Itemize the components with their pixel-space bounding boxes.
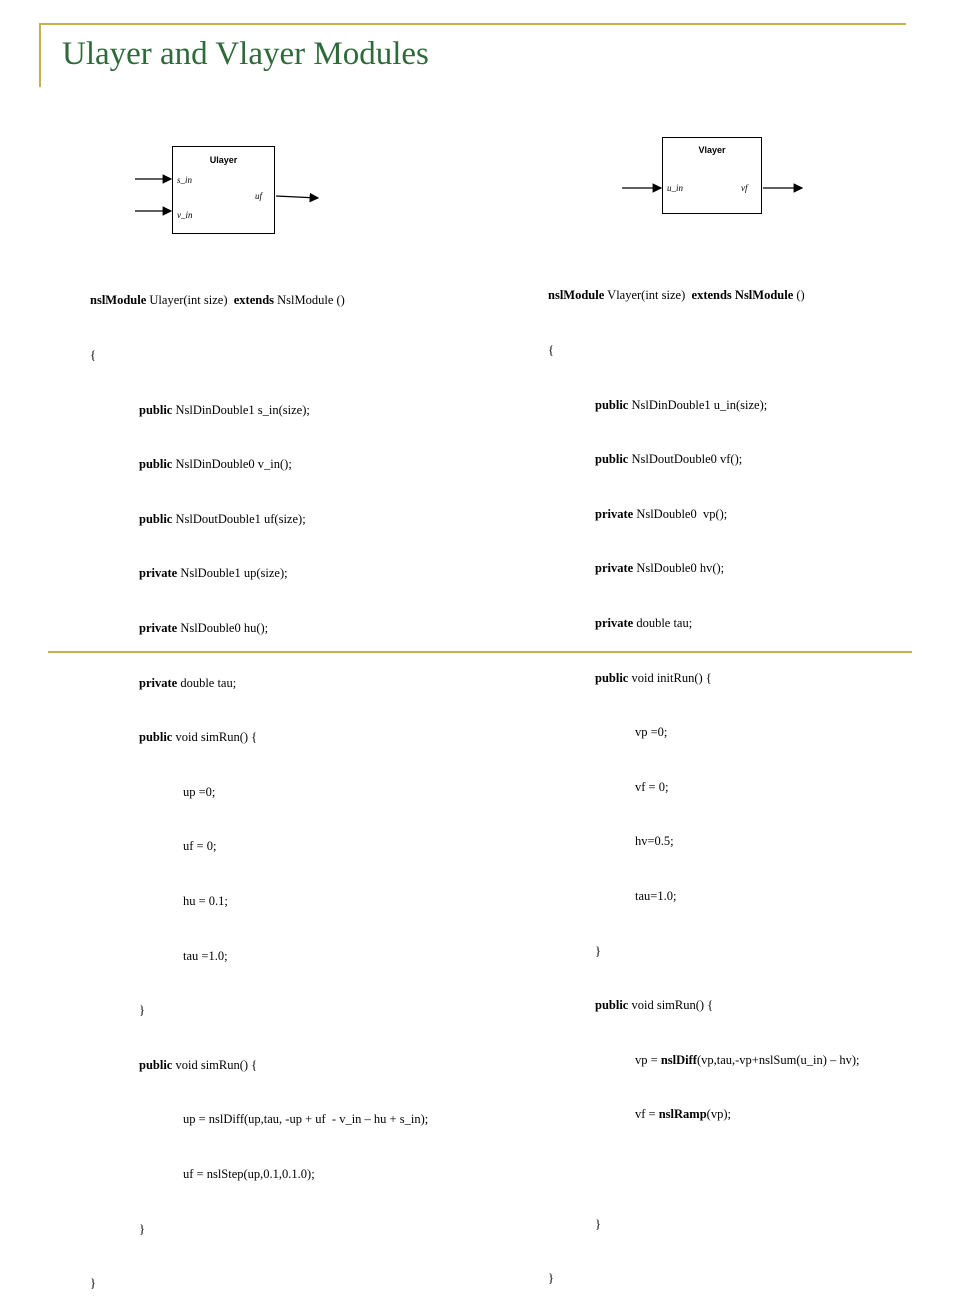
code-keyword: public [595,452,629,467]
vlayer-box-title: Vlayer [698,145,726,155]
code-line: nslModule Ulayer(int size) extends NslMo… [90,291,428,309]
left-divider-rule [39,23,41,87]
code-keyword: extends NslModule [691,288,794,303]
code-text: NslModule () [274,293,345,308]
code-keyword: nslModule [90,293,147,308]
code-text: Ulayer(int size) [146,293,234,308]
module-diagram-wires [135,174,804,216]
code-keyword: public [595,998,629,1013]
code-text: vf = [635,1107,659,1122]
code-text: NslDinDouble1 s_in(size); [172,402,310,417]
code-keyword: private [595,561,634,576]
code-keyword: private [139,566,178,581]
code-line: nslModule Vlayer(int size) extends NslMo… [548,286,860,304]
code-line: vf = nslRamp(vp); [548,1105,860,1123]
code-text: NslDouble0 hu(); [177,620,269,635]
vlayer-port-u-in: u_in [667,183,684,193]
ulayer-box-title: Ulayer [209,155,238,165]
code-text: void simRun() { [172,730,258,745]
code-line: } [139,1221,145,1236]
code-text: NslDinDouble1 u_in(size); [628,397,768,412]
code-line: tau =1.0; [183,948,228,963]
code-keyword: private [595,506,634,521]
code-text: () [793,288,805,303]
ulayer-port-uf: uf [255,191,263,201]
code-text: vp = [635,1052,661,1067]
ulayer-module-box: Ulayer s_in v_in uf [172,146,275,234]
code-text: void initRun() { [628,670,712,685]
code-keyword: public [595,670,629,685]
code-line: public void simRun() { [90,1056,428,1074]
code-keyword: nslModule [548,288,605,303]
code-line: public NslDinDouble1 u_in(size); [548,396,860,414]
code-line: public NslDoutDouble1 uf(size); [90,510,428,528]
code-keyword: public [139,730,173,745]
ulayer-output-uf-arrow [275,192,320,203]
code-keyword: nslRamp [658,1107,707,1122]
code-keyword: public [139,1057,173,1072]
code-line: public void simRun() { [548,996,860,1014]
code-line: { [548,343,554,357]
code-text: void simRun() { [172,1057,258,1072]
code-line: } [139,1003,145,1018]
code-keyword: public [595,397,629,412]
code-keyword: extends [233,293,275,308]
bottom-divider-rule [48,651,912,653]
code-text: void simRun() { [628,998,714,1013]
code-text: double tau; [177,675,237,690]
code-line: private NslDouble0 vp(); [548,505,860,523]
code-keyword: nslDiff [660,1052,697,1067]
code-text: NslDouble0 hv(); [633,561,725,576]
vlayer-port-vf: vf [741,183,748,193]
code-line: vp =0; [635,725,668,740]
code-line: tau=1.0; [635,888,677,903]
code-line: public NslDinDouble1 s_in(size); [90,401,428,419]
code-line: { [90,348,96,362]
code-text: double tau; [633,615,693,630]
code-keyword: public [139,402,173,417]
code-line: vf = 0; [635,779,669,794]
code-line: private NslDouble0 hu(); [90,619,428,637]
code-line: } [595,1216,601,1231]
code-line: } [90,1276,96,1291]
code-line: private NslDouble0 hv(); [548,559,860,577]
code-line: private NslDouble1 up(size); [90,564,428,582]
code-line: up =0; [183,784,216,799]
code-keyword: private [139,620,178,635]
code-line: up = nslDiff(up,tau, -up + uf - v_in – h… [183,1112,429,1127]
code-line: uf = nslStep(up,0.1,0.1.0); [183,1166,315,1181]
code-line: uf = 0; [183,839,217,854]
code-line: } [548,1271,554,1286]
ulayer-port-s-in: s_in [177,175,193,185]
code-line: public void simRun() { [90,728,428,746]
ulayer-code-block: nslModule Ulayer(int size) extends NslMo… [90,255,428,1310]
code-text: NslDouble0 vp(); [633,506,728,521]
code-text: NslDouble1 up(size); [177,566,288,581]
top-divider-rule [40,23,906,25]
code-blank-line [548,1160,860,1178]
code-keyword: public [139,511,173,526]
code-line: public void initRun() { [548,669,860,687]
code-line: private double tau; [548,614,860,632]
code-line: } [595,943,601,958]
code-line: vp = nslDiff(vp,tau,-vp+nslSum(u_in) – h… [548,1051,860,1069]
code-text: (vp); [706,1107,731,1122]
code-text: NslDoutDouble0 vf(); [628,452,743,467]
code-line: hu = 0.1; [183,893,228,908]
ulayer-port-v-in: v_in [177,210,193,220]
vlayer-module-box: Vlayer u_in vf [662,137,762,214]
code-text: Vlayer(int size) [604,288,692,303]
code-keyword: public [139,457,173,472]
code-keyword: private [139,675,178,690]
code-line: public NslDinDouble0 v_in(); [90,455,428,473]
code-line: hv=0.5; [635,834,674,849]
code-keyword: private [595,615,634,630]
slide-title: Ulayer and Vlayer Modules [62,36,429,72]
code-text: NslDinDouble0 v_in(); [172,457,292,472]
vlayer-code-block: nslModule Vlayer(int size) extends NslMo… [548,250,860,1305]
code-line: public NslDoutDouble0 vf(); [548,450,860,468]
code-text: NslDoutDouble1 uf(size); [172,511,306,526]
code-text: (vp,tau,-vp+nslSum(u_in) – hv); [696,1052,860,1067]
code-line: private double tau; [90,674,428,692]
